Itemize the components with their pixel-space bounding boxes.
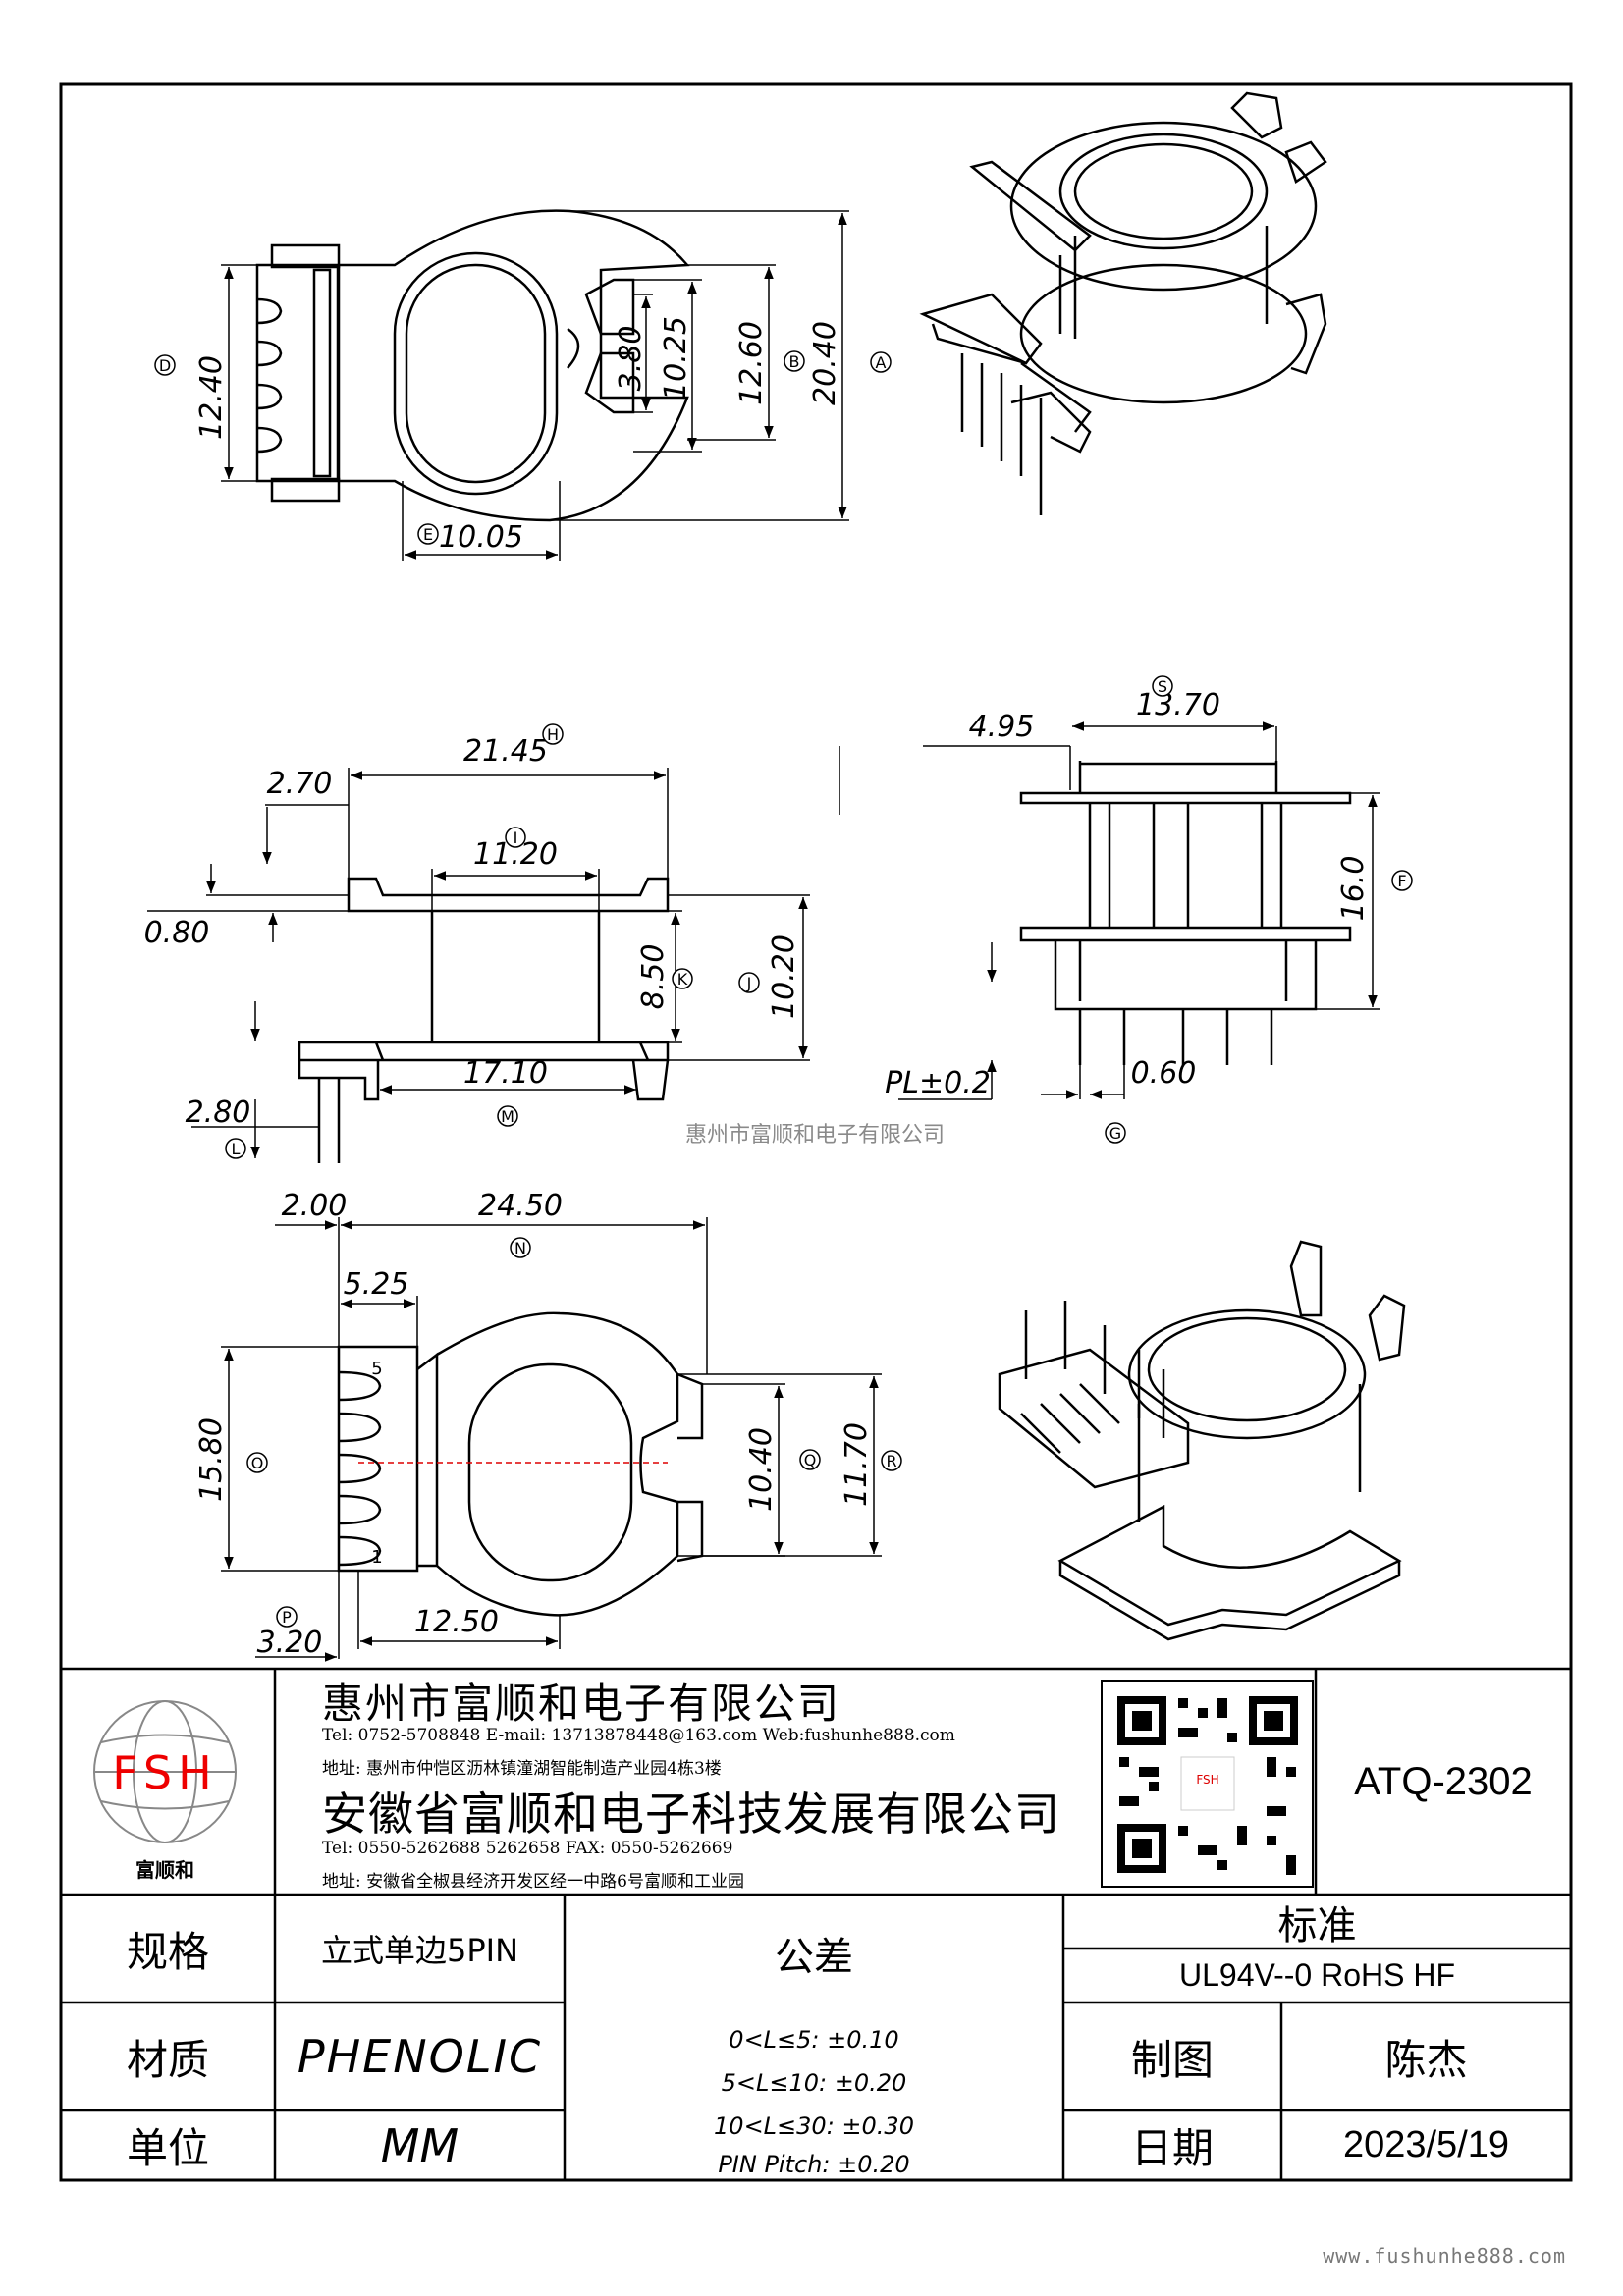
right-view	[1019, 761, 1352, 1065]
watermark-text: 惠州市富顺和电子有限公司	[685, 1123, 945, 1148]
marker-a: A	[876, 353, 887, 372]
dim-pl: PL±0.2	[885, 1066, 991, 1100]
spec-value: 立式单边5PIN	[320, 1932, 519, 1969]
material-value: PHENOLIC	[297, 2030, 543, 2083]
tolerance-line-2: 5<L≤10: ±0.20	[721, 2069, 907, 2097]
bottom-view	[337, 1311, 704, 1617]
isometric-view-1	[919, 91, 1327, 515]
fsh-logo	[93, 1700, 237, 1843]
marker-d: D	[159, 356, 171, 375]
dim-24-50: 24.50	[478, 1189, 563, 1223]
spec-label: 规格	[126, 1927, 209, 1976]
marker-b: B	[789, 352, 800, 371]
marker-m: M	[501, 1107, 514, 1126]
circle-markers	[154, 350, 1413, 1628]
dim-13-70: 13.70	[1136, 688, 1220, 722]
dim-2-00: 2.00	[282, 1189, 348, 1223]
unit-label: 单位	[126, 2124, 209, 2172]
dim-16-0: 16.0	[1336, 856, 1371, 922]
qr-center-label: FSH	[1196, 1773, 1218, 1787]
marker-e: E	[423, 525, 433, 544]
tolerance-line-1: 0<L≤5: ±0.10	[729, 2026, 899, 2054]
marker-n: N	[514, 1239, 526, 1257]
dim-4-95: 4.95	[969, 710, 1035, 744]
company1-address: 地址: 惠州市仲恺区沥林镇潼湖智能制造产业园4栋3楼	[322, 1759, 722, 1779]
top-view-dims	[221, 210, 849, 561]
standard-label: 标准	[1277, 1902, 1357, 1949]
dim-21-45: 21.45	[463, 734, 548, 769]
company2-address: 地址: 安徽省全椒县经济开发区经一中路6号富顺和工业园	[322, 1872, 744, 1892]
dim-17-10: 17.10	[463, 1056, 548, 1091]
side-view-dims	[147, 768, 810, 1158]
dim-0-60: 0.60	[1131, 1056, 1197, 1091]
marker-s: S	[1158, 677, 1167, 696]
dim-12-50: 12.50	[414, 1605, 499, 1639]
company1-contact: Tel: 0752-5708848 E-mail: 13713878448@16…	[322, 1726, 955, 1745]
dim-10-05: 10.05	[439, 520, 523, 555]
footer-url: www.fushunhe888.com	[1323, 2244, 1566, 2268]
marker-g: G	[1109, 1124, 1121, 1143]
dim-2-70: 2.70	[267, 767, 333, 801]
marker-h: H	[547, 725, 559, 744]
dim-10-40: 10.40	[744, 1427, 779, 1512]
dim-5-25: 5.25	[344, 1267, 409, 1302]
pin-1-label: 1	[371, 1547, 382, 1568]
title-block-grid	[61, 1667, 1571, 2180]
date-value: 2023/5/19	[1342, 2124, 1510, 2165]
right-view-dims	[839, 721, 1380, 1100]
dim-15-80: 15.80	[194, 1417, 229, 1502]
date-label: 日期	[1130, 2124, 1214, 2172]
qr-code	[1101, 1680, 1314, 1888]
isometric-view-2	[998, 1240, 1406, 1641]
marker-i: I	[514, 828, 518, 847]
dim-12-60: 12.60	[734, 321, 769, 405]
drawn-value: 陈杰	[1384, 2035, 1468, 2084]
marker-l: L	[232, 1140, 241, 1158]
marker-p: P	[282, 1608, 292, 1627]
marker-f: F	[1397, 872, 1406, 890]
marker-r: R	[886, 1452, 896, 1470]
dim-12-40: 12.40	[194, 355, 229, 440]
company1-name: 惠州市富顺和电子有限公司	[322, 1680, 841, 1728]
part-number: ATQ-2302	[1354, 1759, 1533, 1803]
dim-10-25: 10.25	[659, 316, 693, 400]
company2-contact: Tel: 0550-5262688 5262658 FAX: 0550-5262…	[322, 1839, 733, 1858]
dim-10-20: 10.20	[767, 934, 801, 1019]
tolerance-label: 公差	[775, 1935, 853, 1980]
tolerance-line-3: 10<L≤30: ±0.30	[714, 2112, 914, 2140]
dim-8-50: 8.50	[636, 944, 671, 1010]
drawn-label: 制图	[1130, 2035, 1214, 2084]
logo-text: FSH	[112, 1746, 217, 1799]
marker-o: O	[251, 1454, 264, 1472]
dim-3-20: 3.20	[257, 1626, 323, 1660]
dim-2-80: 2.80	[186, 1095, 251, 1130]
bottom-view-dims	[221, 1217, 882, 1662]
marker-k: K	[677, 970, 688, 988]
logo-subtext: 富顺和	[135, 1858, 194, 1882]
marker-q: Q	[804, 1451, 817, 1469]
material-label: 材质	[126, 2035, 209, 2084]
side-view	[298, 877, 670, 1163]
dim-0-80: 0.80	[144, 916, 210, 950]
top-view	[255, 209, 690, 522]
dim-20-40: 20.40	[808, 321, 842, 405]
drawing-frame	[59, 82, 1573, 2182]
tolerance-line-4: PIN Pitch: ±0.20	[718, 2151, 910, 2178]
dim-11-70: 11.70	[839, 1422, 874, 1507]
marker-j: J	[746, 974, 752, 992]
dim-3-80: 3.80	[614, 326, 648, 392]
pin-5-label: 5	[371, 1359, 382, 1379]
company2-name: 安徽省富顺和电子科技发展有限公司	[322, 1788, 1060, 1841]
standard-value: UL94V--0 RoHS HF	[1179, 1957, 1455, 1993]
circle-marker-letters: A B D E H I K J L M S F G N O Q R P	[159, 352, 1407, 1627]
unit-value: MM	[380, 2118, 460, 2172]
